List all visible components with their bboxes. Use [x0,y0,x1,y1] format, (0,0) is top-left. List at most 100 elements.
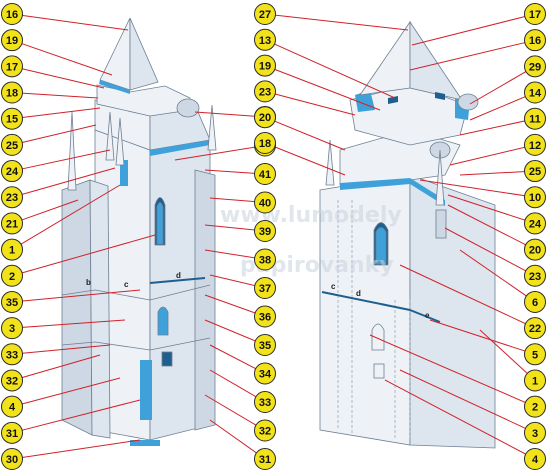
callout-badge-22: 22 [524,317,546,340]
badge-number: 18 [259,138,271,150]
right-glyph-e: e [425,311,430,320]
leader-line [264,90,356,116]
badge-circle [1,133,23,156]
callout-badge-3: 3 [524,421,546,444]
callout-badge-11: 11 [524,107,546,130]
badge-number: 22 [529,323,541,335]
badge-number: 15 [6,114,18,126]
badge-circle [524,160,546,183]
leader-line [409,39,536,71]
callout-badge-24: 24 [1,160,23,183]
badge-number: 21 [6,218,18,230]
badge-circle [1,81,23,104]
badge-number: 23 [6,192,18,204]
badge-circle [524,369,546,392]
badge-circle [254,132,276,154]
callout-badge-14: 14 [524,81,546,104]
left-base-band [130,440,160,446]
badge-number: 35 [259,340,271,352]
callout-badge-29: 29 [524,55,546,78]
leader-line [11,234,156,277]
callout-badge-33: 33 [254,391,276,413]
leader-line [447,194,536,224]
leader-line [264,13,409,31]
callout-badge-36: 36 [254,305,276,328]
badge-number: 19 [6,35,18,47]
badge-circle [524,395,546,418]
badge-number: 5 [532,349,538,361]
callout-badge-17: 17 [524,3,546,25]
leader-line [11,13,129,31]
badge-circle [1,343,23,366]
leader-line [11,92,99,99]
leader-line [11,377,121,408]
right-window-small [373,363,385,379]
callout-badge-2: 2 [1,264,23,287]
left-front-pier [140,360,152,420]
leader-line [264,65,381,111]
leader-line [11,149,111,172]
right-ledge-d [321,291,411,311]
leader-line [444,227,536,277]
badge-number: 19 [259,61,271,73]
badge-circle [524,264,546,287]
badge-number: 3 [532,428,538,440]
callout-badge-13: 13 [254,28,276,51]
callout-badge-35: 35 [254,334,276,356]
right-spire-hatch [388,96,398,104]
callout-badge-1: 1 [1,238,23,261]
leader-line [194,111,266,118]
leader-line [384,379,536,460]
leader-line [399,264,536,329]
badge-number: 31 [6,428,18,440]
badge-number: 25 [6,140,18,152]
callout-badge-2: 2 [524,395,546,418]
callout-badge-23: 23 [524,264,546,287]
badge-circle [1,3,23,25]
badge-circle [1,290,23,313]
badge-circle [524,186,546,209]
badge-circle [1,212,23,235]
badge-circle [524,212,546,235]
badge-number: 38 [259,255,271,267]
badge-number: 2 [9,271,15,283]
callout-badge-41: 41 [254,163,276,185]
badge-circle [1,55,23,78]
leader-line [11,319,126,329]
left-pinnacle-2 [105,111,115,161]
badge-circle [524,3,546,25]
right-turret-dome-a [457,93,479,111]
leader-line [11,399,141,434]
left-window-small [161,351,173,367]
leader-line [11,65,105,89]
badge-number: 41 [259,169,271,181]
left-spire-face-b [129,17,159,91]
badge-circle [524,343,546,366]
left-turret-dome [176,98,200,118]
leader-line [447,204,536,251]
left-glyph-c: c [124,280,129,289]
badge-circle [254,277,276,299]
callout-badge-1: 1 [524,369,546,392]
badge-circle [1,317,23,340]
callout-badge-40: 40 [254,191,276,214]
badge-circle [524,238,546,261]
badge-number: 17 [529,9,541,21]
leader-line [469,65,536,105]
callout-badge-32: 32 [254,419,276,442]
leader-line [11,124,97,146]
badge-circle [254,448,276,470]
callout-badge-10: 10 [524,186,546,209]
callout-badges: 1619171815252423211235333324313028941403… [1,3,546,470]
badge-number: 10 [529,192,541,204]
badge-number: 4 [532,454,539,466]
badge-circle [254,362,276,385]
right-pinnacle-2 [435,149,445,206]
badge-number: 40 [259,198,271,210]
badge-number: 39 [259,226,271,238]
badge-number: 16 [6,9,18,21]
left-buttress-b [89,179,111,439]
callout-badge-6: 6 [524,290,546,313]
left-gallery-band [150,140,210,156]
